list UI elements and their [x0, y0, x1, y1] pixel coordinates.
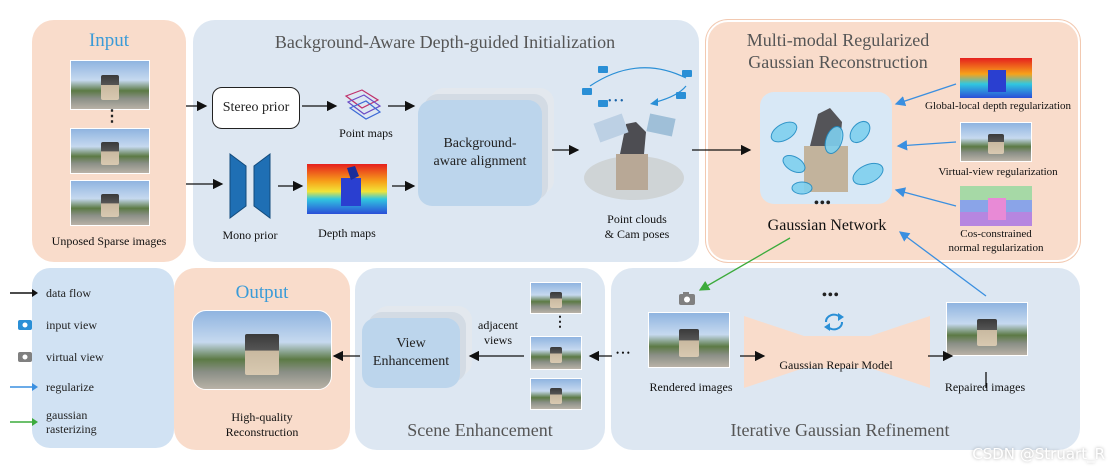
depth-reg-thumbnail [960, 58, 1032, 98]
point-cloud-icon [584, 113, 684, 200]
input-ellipsis: ⋮ [104, 108, 120, 125]
output-caption: High-quality Reconstruction [225, 410, 299, 439]
gaussian-splats-icon [770, 108, 884, 195]
depth-map-thumbnail [307, 164, 387, 214]
normal-reg-thumbnail [960, 186, 1032, 226]
stereo-prior-box: Stereo prior [212, 87, 300, 129]
point-cloud-thumbnail [582, 112, 686, 204]
black-arrow-icon [10, 289, 38, 298]
grey-camera-icon [18, 352, 32, 363]
virtual-reg-thumbnail [960, 122, 1032, 162]
virtual-reg-label: Virtual-view regularization [938, 166, 1058, 178]
iter-title: Iterative Gaussian Refinement [730, 420, 950, 440]
depth-maps-label: Depth maps [318, 226, 376, 240]
blue-arrow-icon [10, 383, 38, 392]
rendered-label: Rendered images [649, 380, 733, 394]
view-enhancement-box: View Enhancement [362, 318, 460, 388]
repair-model-label: Gaussian Repair Model [779, 358, 893, 372]
virtual-camera-icon [678, 292, 696, 311]
camera-ring [578, 56, 698, 112]
view-enhancement-label: View Enhancement [372, 335, 450, 369]
depth-reg-label: Global-local depth regularization [925, 100, 1071, 112]
repair-model-icon [744, 316, 930, 388]
gaussian-network-label: Gaussian Network [767, 217, 887, 234]
mono-network-icon [229, 153, 271, 219]
input-title: Input [88, 30, 130, 51]
legend-item-virtual-view: virtual view [10, 350, 104, 364]
output-image [192, 310, 332, 390]
cycle-icon [824, 313, 844, 331]
repaired-image [946, 302, 1028, 356]
repaired-label: Repaired images [944, 380, 1026, 394]
legend-label: input view [46, 318, 97, 332]
legend-label: data flow [46, 286, 91, 300]
legend-label: virtual view [46, 350, 104, 364]
input-caption: Unposed Sparse images [51, 234, 167, 248]
mono-prior-net [228, 152, 272, 220]
scene-title: Scene Enhancement [407, 420, 553, 440]
alignment-label: Background-aware alignment [433, 135, 527, 169]
output-title: Output [235, 282, 289, 303]
clouds-caption: Point clouds & Cam poses [604, 212, 670, 241]
point-map-thumbnail [342, 86, 384, 122]
legend-item-input-view: input view [10, 318, 97, 332]
adjacent-vdots: ⋮ [553, 315, 567, 330]
input-image-3 [70, 180, 150, 226]
input-image-1 [70, 60, 150, 110]
input-image-2 [70, 128, 150, 174]
init-title: Background-Aware Depth-guided Initializa… [274, 32, 616, 52]
normal-reg-label: Cos-constrained normal regularization [948, 228, 1044, 254]
blue-camera-icon [18, 320, 32, 331]
alignment-box: Background-aware alignment [418, 100, 542, 206]
gaussian-network-image [760, 92, 892, 204]
iter-dots: ••• [822, 288, 840, 303]
scene-dots: • • • [616, 348, 630, 358]
legend-label: gaussian rasterizing [46, 408, 97, 437]
depth-map-icon [307, 164, 387, 214]
legend-item-regularize: regularize [10, 380, 94, 394]
adjacent-views-label: adjacent views [478, 318, 518, 347]
legend-item-data-flow: data flow [10, 286, 91, 300]
adjacent-image-1 [530, 282, 582, 314]
mono-prior-label: Mono prior [222, 228, 278, 242]
adjacent-image-3 [530, 378, 582, 410]
depth-reg-icon [960, 58, 1032, 98]
legend-item-rasterizing: gaussian rasterizing [10, 408, 97, 437]
repair-model-shape [744, 316, 930, 388]
network-dots: ••• [814, 196, 832, 211]
normal-map-icon [960, 186, 1032, 226]
camera-dots: • • • [608, 96, 624, 107]
legend-panel [32, 268, 174, 448]
regularization-title: Multi-modal Regularized Gaussian Reconst… [746, 30, 930, 72]
watermark: CSDN @Struart_R [972, 445, 1105, 463]
green-arrow-icon [10, 418, 38, 427]
adjacent-image-2 [530, 336, 582, 370]
point-map-icon [344, 89, 382, 120]
refresh-icon [822, 312, 846, 337]
legend-label: regularize [46, 380, 94, 394]
grey-camera-icon [679, 292, 695, 305]
rendered-image [648, 312, 730, 368]
point-maps-label: Point maps [339, 126, 393, 140]
camera-orbit-icon [582, 66, 692, 107]
